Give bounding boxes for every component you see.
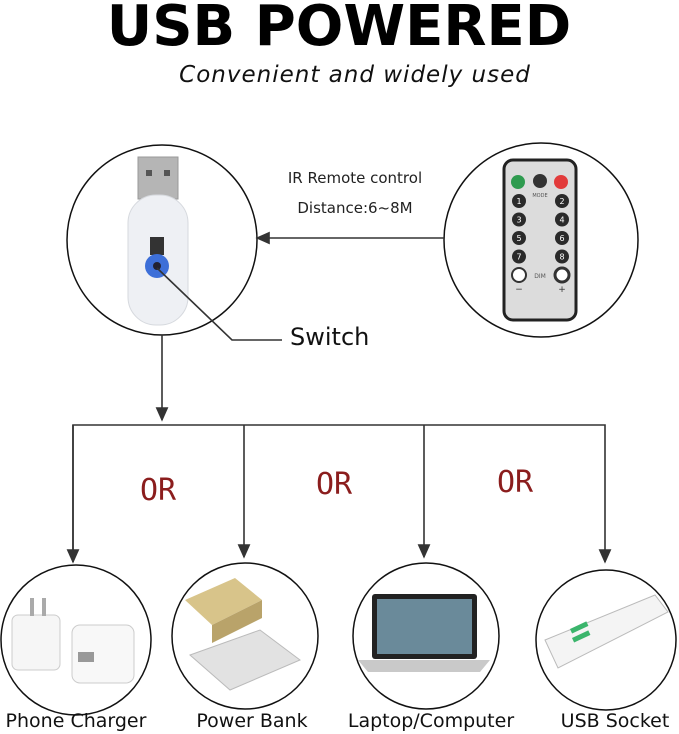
remote-number-button	[555, 231, 569, 245]
ir-remote-label: IR Remote control	[288, 169, 422, 187]
or-label: OR	[497, 465, 534, 500]
minus-label: −	[515, 285, 523, 295]
dim-label: DIM	[534, 273, 546, 280]
remote-number-label: 2	[559, 197, 564, 206]
or-label: OR	[140, 473, 177, 508]
remote-number-button	[555, 249, 569, 264]
plus-label: +	[558, 285, 566, 295]
source-label-power-bank: Power Bank	[196, 710, 307, 732]
remote-number-button	[512, 212, 526, 227]
remote-number-button	[512, 194, 526, 208]
remote-number-label: 5	[516, 234, 521, 243]
remote-number-label: 4	[559, 216, 564, 225]
remote-number-button	[512, 231, 526, 245]
remote-number-label: 8	[559, 253, 564, 262]
remote-number-label: 7	[516, 253, 521, 262]
page-subtitle: Convenient and widely used	[179, 62, 531, 88]
source-label-usb-socket: USB Socket	[561, 710, 670, 732]
source-label-phone-charger: Phone Charger	[6, 710, 147, 732]
ir-distance-label: Distance:6~8M	[297, 199, 412, 217]
remote-number-label: 6	[559, 234, 564, 243]
switch-label: Switch	[290, 323, 369, 351]
remote-number-button	[555, 194, 569, 208]
laptop-image	[352, 562, 500, 710]
usb-socket-image	[535, 569, 677, 711]
power-bank-image	[171, 562, 319, 710]
phone-charger-image	[0, 564, 152, 716]
remote-number-label: 3	[516, 216, 521, 225]
or-label: OR	[316, 467, 353, 502]
mode-label: MODE	[532, 193, 547, 199]
remote-number-button	[555, 212, 569, 227]
page-title: USB POWERED	[107, 0, 572, 59]
source-label-laptop: Laptop/Computer	[348, 710, 514, 732]
usb-controller	[66, 144, 258, 336]
ir-remote: MODE 1 2 3 4 5 6 7 8 DIM − +	[443, 142, 639, 338]
remote-number-label: 1	[516, 197, 521, 206]
remote-number-button	[512, 249, 526, 264]
switch-pointer-line	[156, 267, 282, 341]
